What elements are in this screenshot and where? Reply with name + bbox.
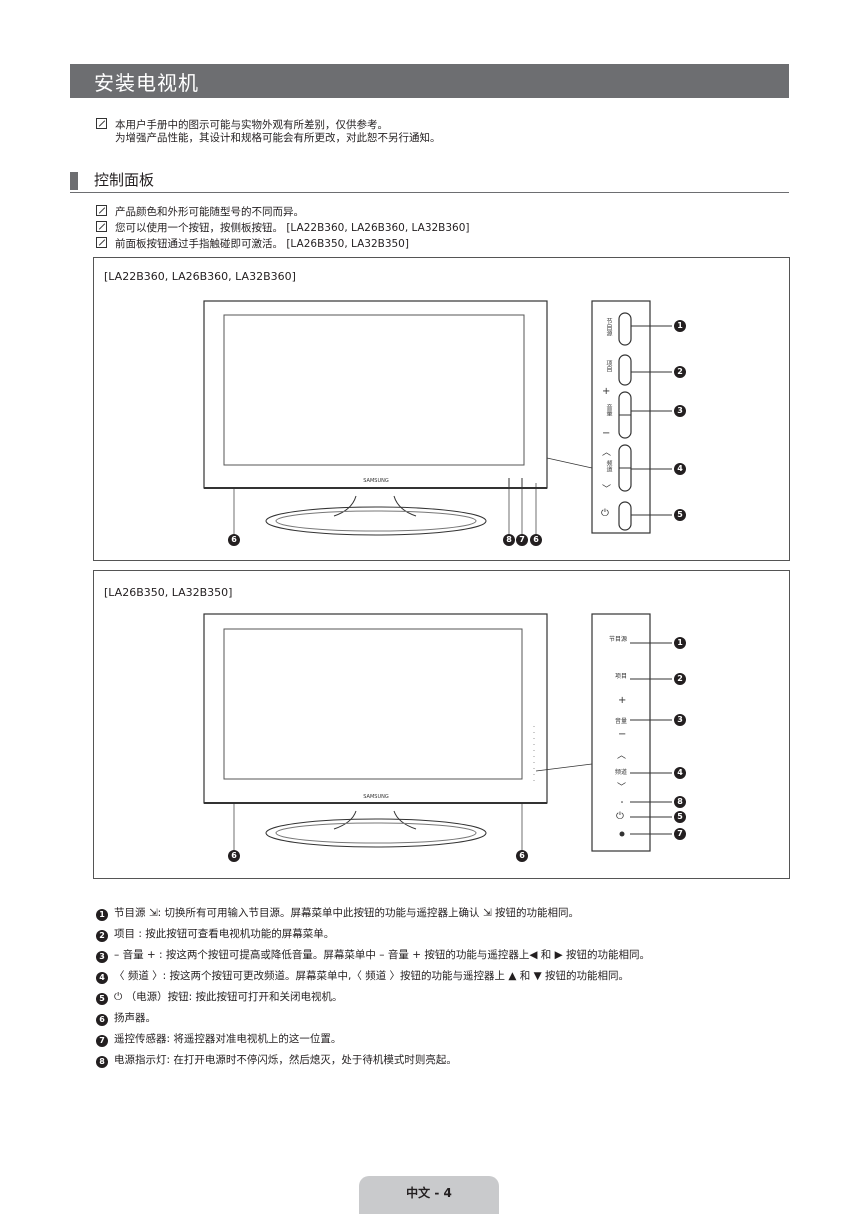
channel-down-icon: ﹀ [602,485,612,495]
callout-8: 8 [503,534,515,546]
description-number: 8 [96,1056,108,1068]
callout-4: 4 [674,463,686,475]
description-text: 节目源 ⇲: 切换所有可用输入节目源。屏幕菜单中此按钮的功能与遥控器上确认 ⇲ … [114,907,579,919]
description-4: 4 〈 频道 〉: 按这两个按钮可更改频道。屏幕菜单中,〈 频道 〉按钮的功能与遥… [96,968,629,984]
page-number: 中文 - 4 [406,1186,452,1200]
intro-note: 本用户手册中的图示可能与实物外观有所差别，仅供参考。 为增强产品性能，其设计和规… [96,118,441,145]
description-text: 遥控传感器: 将遥控器对准电视机上的这一位置。 [114,1033,342,1045]
description-text: 扬声器。 [114,1012,156,1024]
callout-6: 6 [530,534,542,546]
button-label-channel: 频道 [605,460,612,472]
section-divider [70,192,789,193]
callout-2: 2 [674,366,686,378]
callout-6: 6 [228,534,240,546]
channel-up-icon: ︿ [602,448,612,458]
callout-6: 6 [516,850,528,862]
intro-note-line-1: 本用户手册中的图示可能与实物外观有所差别，仅供参考。 [115,119,388,131]
callout-1: 1 [674,320,686,332]
label-menu: 项目 [615,673,628,680]
power-icon: ⏻ [601,508,609,519]
callout-4: 4 [674,767,686,779]
description-2: 2 项目 : 按此按钮可查看电视机功能的屏幕菜单。 [96,926,334,942]
callout-8: 8 [674,796,686,808]
volume-plus-icon: + [602,386,611,397]
description-number: 5 [96,993,108,1005]
volume-minus-icon: − [602,428,611,439]
description-text: 电源指示灯: 在打开电源时不停闪烁，然后熄灭，处于待机模式时则亮起。 [114,1054,457,1066]
description-text: 〈 频道 〉: 按这两个按钮可更改频道。屏幕菜单中,〈 频道 〉按钮的功能与遥控… [114,970,630,982]
channel-down-icon: ﹀ [617,783,627,793]
button-label-volume: 音量 [605,404,612,416]
tv-illustration-2: SAMSUNG [203,613,672,852]
label-source: 节目源 [609,636,628,643]
label-channel: 频道 [615,769,628,776]
callout-7: 7 [674,828,686,840]
section-note-text: 前面板按钮通过手指触碰即可激活。 [LA26B350, LA32B350] [115,238,409,250]
description-1: 1 节目源 ⇲: 切换所有可用输入节目源。屏幕菜单中此按钮的功能与遥控器上确认 ⇲… [96,905,579,921]
tv-illustration-1: SAMSUNG [203,300,672,536]
label-volume: 音量 [615,718,628,725]
section-note-text: 产品颜色和外形可能随型号的不同而异。 [115,206,304,218]
description-text: 项目 : 按此按钮可查看电视机功能的屏幕菜单。 [114,928,335,940]
power-icon: ⏻ [616,811,624,822]
note-icon [96,237,107,248]
section-note-1: 产品颜色和外形可能随型号的不同而异。 [96,205,304,219]
description-6: 6 扬声器。 [96,1010,156,1026]
intro-note-line-2: 为增强产品性能，其设计和规格可能会有所更改，对此恕不另行通知。 [115,132,441,144]
callout-5: 5 [674,811,686,823]
button-label-menu: 项目 [605,360,612,372]
figure-model-label: [LA26B350, LA32B350] [104,586,233,599]
figure-model-b350: [LA26B350, LA32B350] SAMSUNG 节目源 项目 + 音量… [93,570,790,879]
description-text: ⏻ （电源）按钮: 按此按钮可打开和关闭电视机。 [114,991,343,1003]
description-number: 2 [96,930,108,942]
page-number-tab: 中文 - 4 [359,1176,499,1214]
description-7: 7 遥控传感器: 将遥控器对准电视机上的这一位置。 [96,1031,341,1047]
callout-3: 3 [674,405,686,417]
volume-minus-icon: − [618,729,627,740]
description-8: 8 电源指示灯: 在打开电源时不停闪烁，然后熄灭，处于待机模式时则亮起。 [96,1052,457,1068]
section-marker [70,172,78,190]
description-number: 3 [96,951,108,963]
callout-2: 2 [674,673,686,685]
callout-5: 5 [674,509,686,521]
description-text: – 音量 + : 按这两个按钮可提高或降低音量。屏幕菜单中 – 音量 + 按钮的… [114,949,650,961]
description-number: 4 [96,972,108,984]
description-number: 7 [96,1035,108,1047]
section-note-2: 您可以使用一个按钮，按侧板按钮。 [LA22B360, LA26B360, LA… [96,221,470,235]
section-note-text: 您可以使用一个按钮，按侧板按钮。 [LA22B360, LA26B360, LA… [115,222,470,234]
tv-brand: SAMSUNG [363,478,389,484]
note-icon [96,205,107,216]
callout-1: 1 [674,637,686,649]
figure-model-b360: [LA22B360, LA26B360, LA32B360] SAMSUNG [93,257,790,561]
note-icon [96,221,107,232]
figure-model-label: [LA22B360, LA26B360, LA32B360] [104,270,296,283]
button-label-source: 节目源 [605,318,612,336]
section-title: 控制面板 [94,171,155,189]
callout-7: 7 [516,534,528,546]
svg-text:SAMSUNG: SAMSUNG [363,794,389,800]
callout-3: 3 [674,714,686,726]
section-note-3: 前面板按钮通过手指触碰即可激活。 [LA26B350, LA32B350] [96,237,409,251]
description-number: 6 [96,1014,108,1026]
callout-6: 6 [228,850,240,862]
description-3: 3 – 音量 + : 按这两个按钮可提高或降低音量。屏幕菜单中 – 音量 + 按钮… [96,947,650,963]
volume-plus-icon: + [618,695,627,706]
page-title-bar: 安装电视机 [70,64,789,98]
description-number: 1 [96,909,108,921]
channel-up-icon: ︿ [617,751,627,761]
description-5: 5 ⏻ （电源）按钮: 按此按钮可打开和关闭电视机。 [96,989,343,1005]
note-icon [96,118,107,129]
page-title: 安装电视机 [94,71,199,95]
